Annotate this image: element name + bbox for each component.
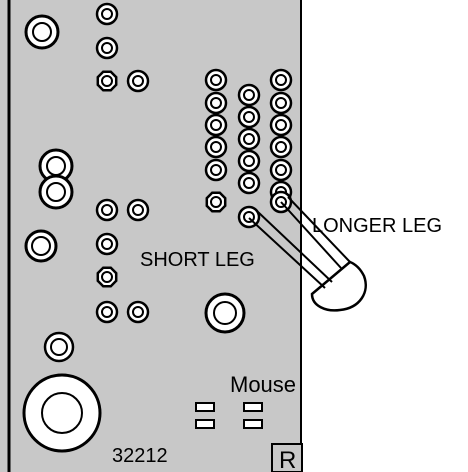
pad-hole [275, 97, 287, 109]
short-leg-line-1 [248, 217, 326, 289]
connector-pad [195, 419, 215, 429]
short-leg-label: SHORT LEG [140, 249, 255, 271]
connector-pad [243, 402, 263, 412]
mouse-connector-pads [195, 402, 263, 429]
pad-hole [101, 204, 113, 216]
longer-leg-line-2 [287, 196, 351, 263]
pad-hole [243, 177, 255, 189]
longer-leg-label: LONGER LEG [312, 215, 442, 237]
pad-hole [210, 196, 222, 208]
pad-hole [101, 42, 113, 54]
pad-hole [132, 204, 144, 216]
pad-hole [243, 133, 255, 145]
pad-hole [32, 22, 52, 42]
pad-hole [243, 155, 255, 167]
pad-hole [50, 338, 68, 356]
pad-hole [213, 301, 237, 325]
pad-hole [101, 8, 113, 20]
led-legs [248, 196, 351, 289]
pad-hole [243, 89, 255, 101]
short-leg-label-bg [136, 247, 272, 271]
longer-leg-line-1 [280, 201, 342, 269]
pad-hole [210, 141, 222, 153]
mouse-label: Mouse [230, 372, 296, 397]
pad-hole [132, 306, 144, 318]
pad-hole [101, 271, 113, 283]
pad-hole [101, 306, 113, 318]
part-number-label: 32212 [112, 445, 168, 467]
connector-pad [243, 419, 263, 429]
pad-hole [41, 392, 83, 434]
pad-hole [210, 164, 222, 176]
corner-mark-box [271, 443, 303, 472]
pad-hole [46, 156, 66, 176]
pad-hole [46, 182, 66, 202]
solder-pads [22, 2, 293, 453]
pad-hole [101, 238, 113, 250]
pad-hole [243, 111, 255, 123]
pad-hole [275, 141, 287, 153]
pad-hole [210, 97, 222, 109]
pad-hole [275, 164, 287, 176]
pad-hole [101, 75, 113, 87]
led-body [310, 260, 367, 312]
corner-mark-label: R [279, 447, 296, 472]
connector-pad [195, 402, 215, 412]
pad-hole [275, 119, 287, 131]
pad-hole [210, 119, 222, 131]
pad-hole [132, 75, 144, 87]
pad-hole [210, 74, 222, 86]
short-leg-line-2 [257, 211, 333, 283]
pad-hole [31, 236, 51, 256]
pad-hole [275, 74, 287, 86]
